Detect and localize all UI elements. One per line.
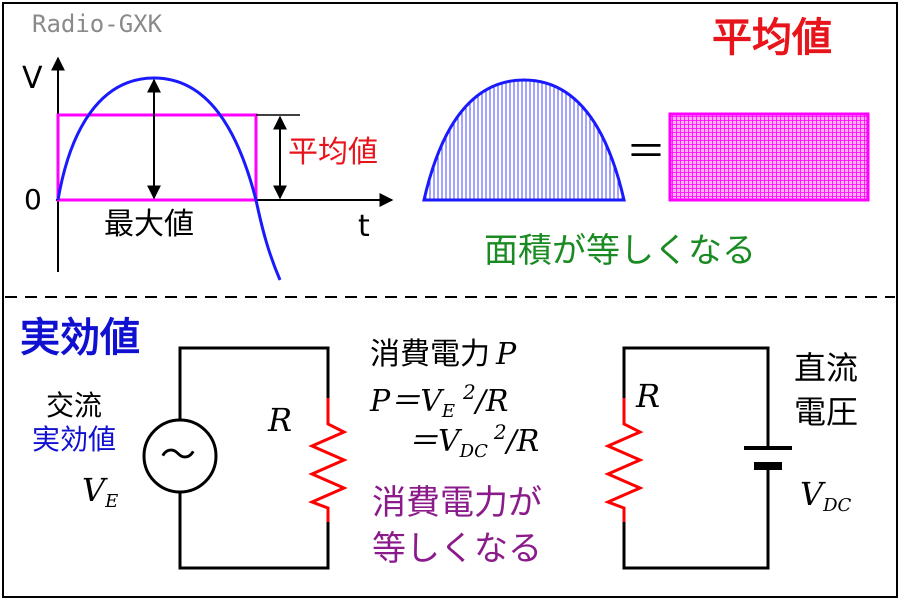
origin-label: 0 <box>24 183 42 216</box>
eq2-sub: DC <box>459 441 488 462</box>
resistor-right-label: R <box>636 377 661 415</box>
area-equal-caption: 面積が等しくなる <box>484 231 756 271</box>
watermark-text: Radio-GXK <box>32 10 163 38</box>
rms-value-title: 実効値 <box>20 315 140 361</box>
ac-rms-label: 実効値 <box>32 423 117 456</box>
power-symbol: P <box>496 337 517 372</box>
average-value-title: 平均値 <box>712 15 832 61</box>
ac-source-circle <box>142 418 218 494</box>
eq1-lhs: P＝ <box>370 384 421 419</box>
ac-circuit-wire <box>178 346 330 420</box>
ac-circuit-wire-bottom <box>178 492 330 570</box>
dc-label: 直流 <box>794 349 859 387</box>
ac-voltage-label: VE <box>82 474 118 511</box>
dc-resistor <box>604 398 644 522</box>
power-equation-2: ＝VDC2/R <box>408 422 539 461</box>
eq2-sup: 2 <box>493 420 507 444</box>
dc-circuit <box>604 346 792 570</box>
dc-voltage-label: VDC <box>800 478 851 515</box>
dc-circuit-wire <box>622 346 770 448</box>
equals-sign: ＝ <box>626 129 666 175</box>
average-rectangle <box>56 113 258 202</box>
resistor-left-label: R <box>268 401 293 439</box>
ac-voltage-symbol: V <box>82 471 106 509</box>
dc-voltage-symbol: V <box>800 475 824 513</box>
half-sine-area <box>422 78 626 202</box>
dc-circuit-wire-bottom <box>622 470 770 570</box>
average-value-label: 平均値 <box>288 135 378 170</box>
power-title-text: 消費電力 <box>370 337 490 372</box>
battery-short-plate <box>754 462 782 470</box>
ac-source-symbol: ～ <box>160 435 197 476</box>
v-axis-label: V <box>22 61 43 96</box>
ac-voltage-subscript: E <box>105 491 119 512</box>
ac-label: 交流 <box>46 389 103 422</box>
eq2-v: V <box>438 424 460 459</box>
power-equation-1: P＝VE2/R <box>370 382 508 421</box>
eq2-lhs: ＝ <box>408 424 438 459</box>
rectangle-area <box>668 112 870 202</box>
eq1-v: V <box>420 384 442 419</box>
eq1-sup: 2 <box>463 380 476 404</box>
half-sine-wave <box>56 76 282 281</box>
dc-voltage-title: 電圧 <box>794 393 859 431</box>
eq1-sub: E <box>441 401 455 422</box>
dc-voltage-subscript: DC <box>823 495 852 516</box>
peak-value-label: 最大値 <box>104 207 194 242</box>
ac-resistor <box>308 398 348 522</box>
waveform-graph <box>51 56 394 281</box>
ac-circuit <box>142 346 348 570</box>
eq2-rest: /R <box>506 424 540 459</box>
conclusion-line-2: 等しくなる <box>372 529 542 569</box>
t-axis-label: t <box>358 209 370 244</box>
eq1-rest: /R <box>475 384 509 419</box>
conclusion-line-1: 消費電力が <box>372 483 542 523</box>
